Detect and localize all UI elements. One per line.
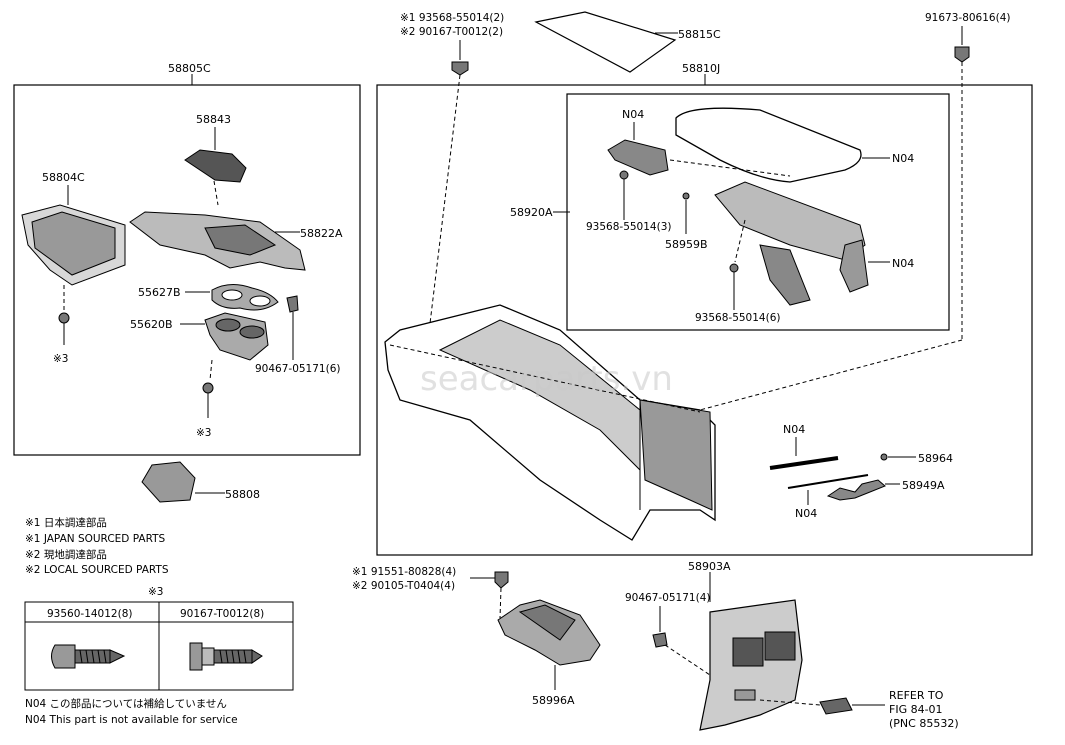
clip-90467-left <box>286 295 299 313</box>
part-58843 <box>184 149 247 183</box>
label-93568-6: 93568-55014(6) <box>695 312 780 324</box>
label-58810J: 58810J <box>682 62 720 75</box>
clip-90467-bottom <box>652 632 668 648</box>
part-usb-port <box>819 697 853 715</box>
label-58805C: 58805C <box>168 62 211 75</box>
label-N04-e: N04 <box>795 507 817 520</box>
part-55627B <box>211 284 279 311</box>
label-58808: 58808 <box>225 488 260 501</box>
bolt-top-center <box>451 61 469 76</box>
label-58959B: 58959B <box>665 238 708 251</box>
bolt-bottom <box>494 571 509 589</box>
label-N04-a: N04 <box>892 152 914 165</box>
screw-90167-icon <box>189 642 263 671</box>
refer-line-3: (PNC 85532) <box>889 717 959 730</box>
label-90467-4: 90467-05171(4) <box>625 592 710 604</box>
label-58949A: 58949A <box>902 479 945 492</box>
box-58805C <box>13 84 361 456</box>
label-mark3-b: ※3 <box>196 427 211 439</box>
label-N04-d: N04 <box>783 423 805 436</box>
legend-line-4: ※2 LOCAL SOURCED PARTS <box>25 564 169 576</box>
label-58822A: 58822A <box>300 227 343 240</box>
label-90467-6: 90467-05171(6) <box>255 363 340 375</box>
fastener-col-1: 93560-14012(8) <box>47 608 132 620</box>
label-top-note-2: ※2 90167-T0012(2) <box>400 26 503 38</box>
label-N04-c: N04 <box>892 257 914 270</box>
refer-line-2: FIG 84-01 <box>889 703 943 716</box>
footnote-en: N04 This part is not available for servi… <box>25 714 238 726</box>
label-55627B: 55627B <box>138 286 181 299</box>
fastener-table-title: ※3 <box>148 586 163 598</box>
label-58996A: 58996A <box>532 694 575 707</box>
footnote-jp: N04 この部品については補給していません <box>25 697 227 710</box>
part-rod <box>769 456 839 470</box>
label-55620B: 55620B <box>130 318 173 331</box>
fastener-col-2: 90167-T0012(8) <box>180 608 264 620</box>
label-58964: 58964 <box>918 452 953 465</box>
label-91673: 91673-80616(4) <box>925 12 1010 24</box>
refer-line-1: REFER TO <box>889 689 944 702</box>
vent-right <box>764 631 796 661</box>
legend-line-2: ※1 JAPAN SOURCED PARTS <box>25 533 166 545</box>
part-long-rod <box>787 474 869 489</box>
part-58808 <box>141 461 196 503</box>
label-58804C: 58804C <box>42 171 85 184</box>
screw-93560-icon <box>51 644 126 669</box>
bolt-91673 <box>954 46 970 63</box>
label-N04-b: N04 <box>622 108 644 121</box>
label-58920A: 58920A <box>510 206 553 219</box>
part-armrest-base <box>714 181 866 261</box>
legend-line-3: ※2 現地調達部品 <box>25 548 107 561</box>
part-58949A <box>826 479 886 501</box>
legend-line-1: ※1 日本調達部品 <box>25 516 107 529</box>
label-91551: ※1 91551-80828(4) <box>352 566 456 578</box>
box-58810J <box>376 84 1033 556</box>
watermark: seacarparts.vn <box>420 359 673 399</box>
part-hinge <box>607 139 669 176</box>
label-mark3-a: ※3 <box>53 353 68 365</box>
label-58903A: 58903A <box>688 560 731 573</box>
part-58815C <box>534 11 677 73</box>
label-90105: ※2 90105-T0404(4) <box>352 580 455 592</box>
part-armrest-lid <box>675 107 862 183</box>
label-58843: 58843 <box>196 113 231 126</box>
label-top-note-1: ※1 93568-55014(2) <box>400 12 504 24</box>
label-58815C: 58815C <box>678 28 721 41</box>
part-58920A <box>384 304 716 541</box>
label-93568-3: 93568-55014(3) <box>586 221 671 233</box>
vent-left <box>732 637 764 667</box>
